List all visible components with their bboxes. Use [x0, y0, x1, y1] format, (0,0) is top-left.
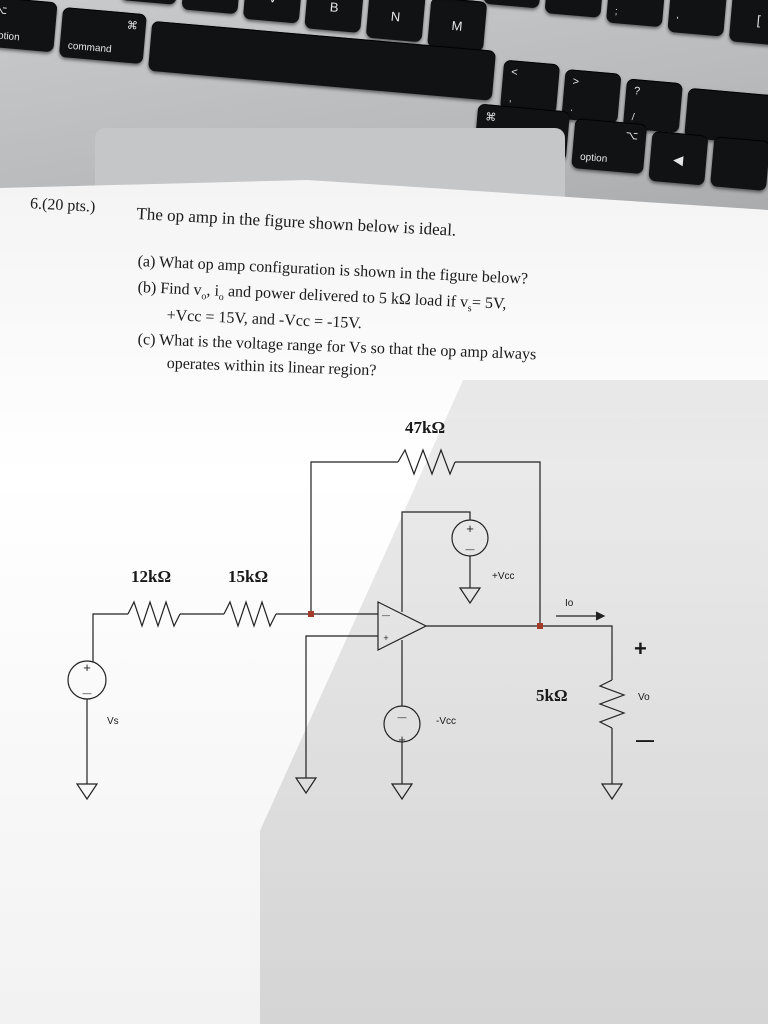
vs-src-minus: —	[83, 688, 92, 698]
resistor-5k	[598, 679, 626, 729]
vcc-neg-src-plus: +	[398, 732, 406, 747]
feedback-wire-right	[455, 461, 541, 626]
io-arrowhead	[595, 611, 606, 621]
feedback-wire-left	[310, 461, 398, 612]
vcc-pos-source	[451, 519, 489, 557]
label-12k: 12kΩ	[131, 567, 172, 586]
resistor-15k	[223, 600, 277, 628]
vs-src-plus: +	[83, 660, 91, 675]
label-47k: 47kΩ	[405, 418, 446, 437]
vcc-pos-wire-top	[401, 511, 471, 612]
vs-wire	[92, 613, 128, 662]
vo-minus-sign: —	[636, 730, 654, 750]
paper-sheet	[0, 180, 768, 1024]
ground-noninverting	[294, 777, 318, 795]
ground-vs	[75, 783, 99, 801]
wire-noninverting	[305, 635, 378, 778]
resistor-12k	[127, 600, 181, 628]
output-wire	[426, 625, 613, 680]
feedback-resistor	[397, 448, 456, 476]
vcc-neg-src-minus: —	[398, 712, 407, 722]
label-io: Io	[565, 598, 574, 609]
node-inverting	[308, 611, 314, 617]
vcc-pos-src-plus: +	[466, 521, 474, 536]
label-vo: Vo	[638, 692, 650, 703]
label-vs: Vs	[107, 716, 119, 727]
label-vcc-pos: +Vcc	[492, 571, 515, 582]
laptop-keyboard: Z X C V B N M H J K L :; "' [ ⌥option ⌘c…	[0, 0, 768, 215]
opamp-minus-mark: —	[382, 611, 390, 620]
ground-vcc-pos	[458, 587, 482, 605]
vo-plus-sign: +	[634, 636, 647, 661]
ground-vcc-neg	[390, 783, 414, 801]
vcc-neg-source	[383, 705, 421, 743]
node-output	[537, 623, 543, 629]
label-vcc-neg: -Vcc	[436, 716, 456, 727]
opamp-plus-mark: +	[383, 633, 388, 643]
ground-load	[600, 783, 624, 801]
label-5k: 5kΩ	[536, 686, 568, 705]
vcc-pos-src-minus: —	[466, 544, 475, 554]
op-amp-triangle	[377, 601, 428, 651]
label-15k: 15kΩ	[228, 567, 269, 586]
